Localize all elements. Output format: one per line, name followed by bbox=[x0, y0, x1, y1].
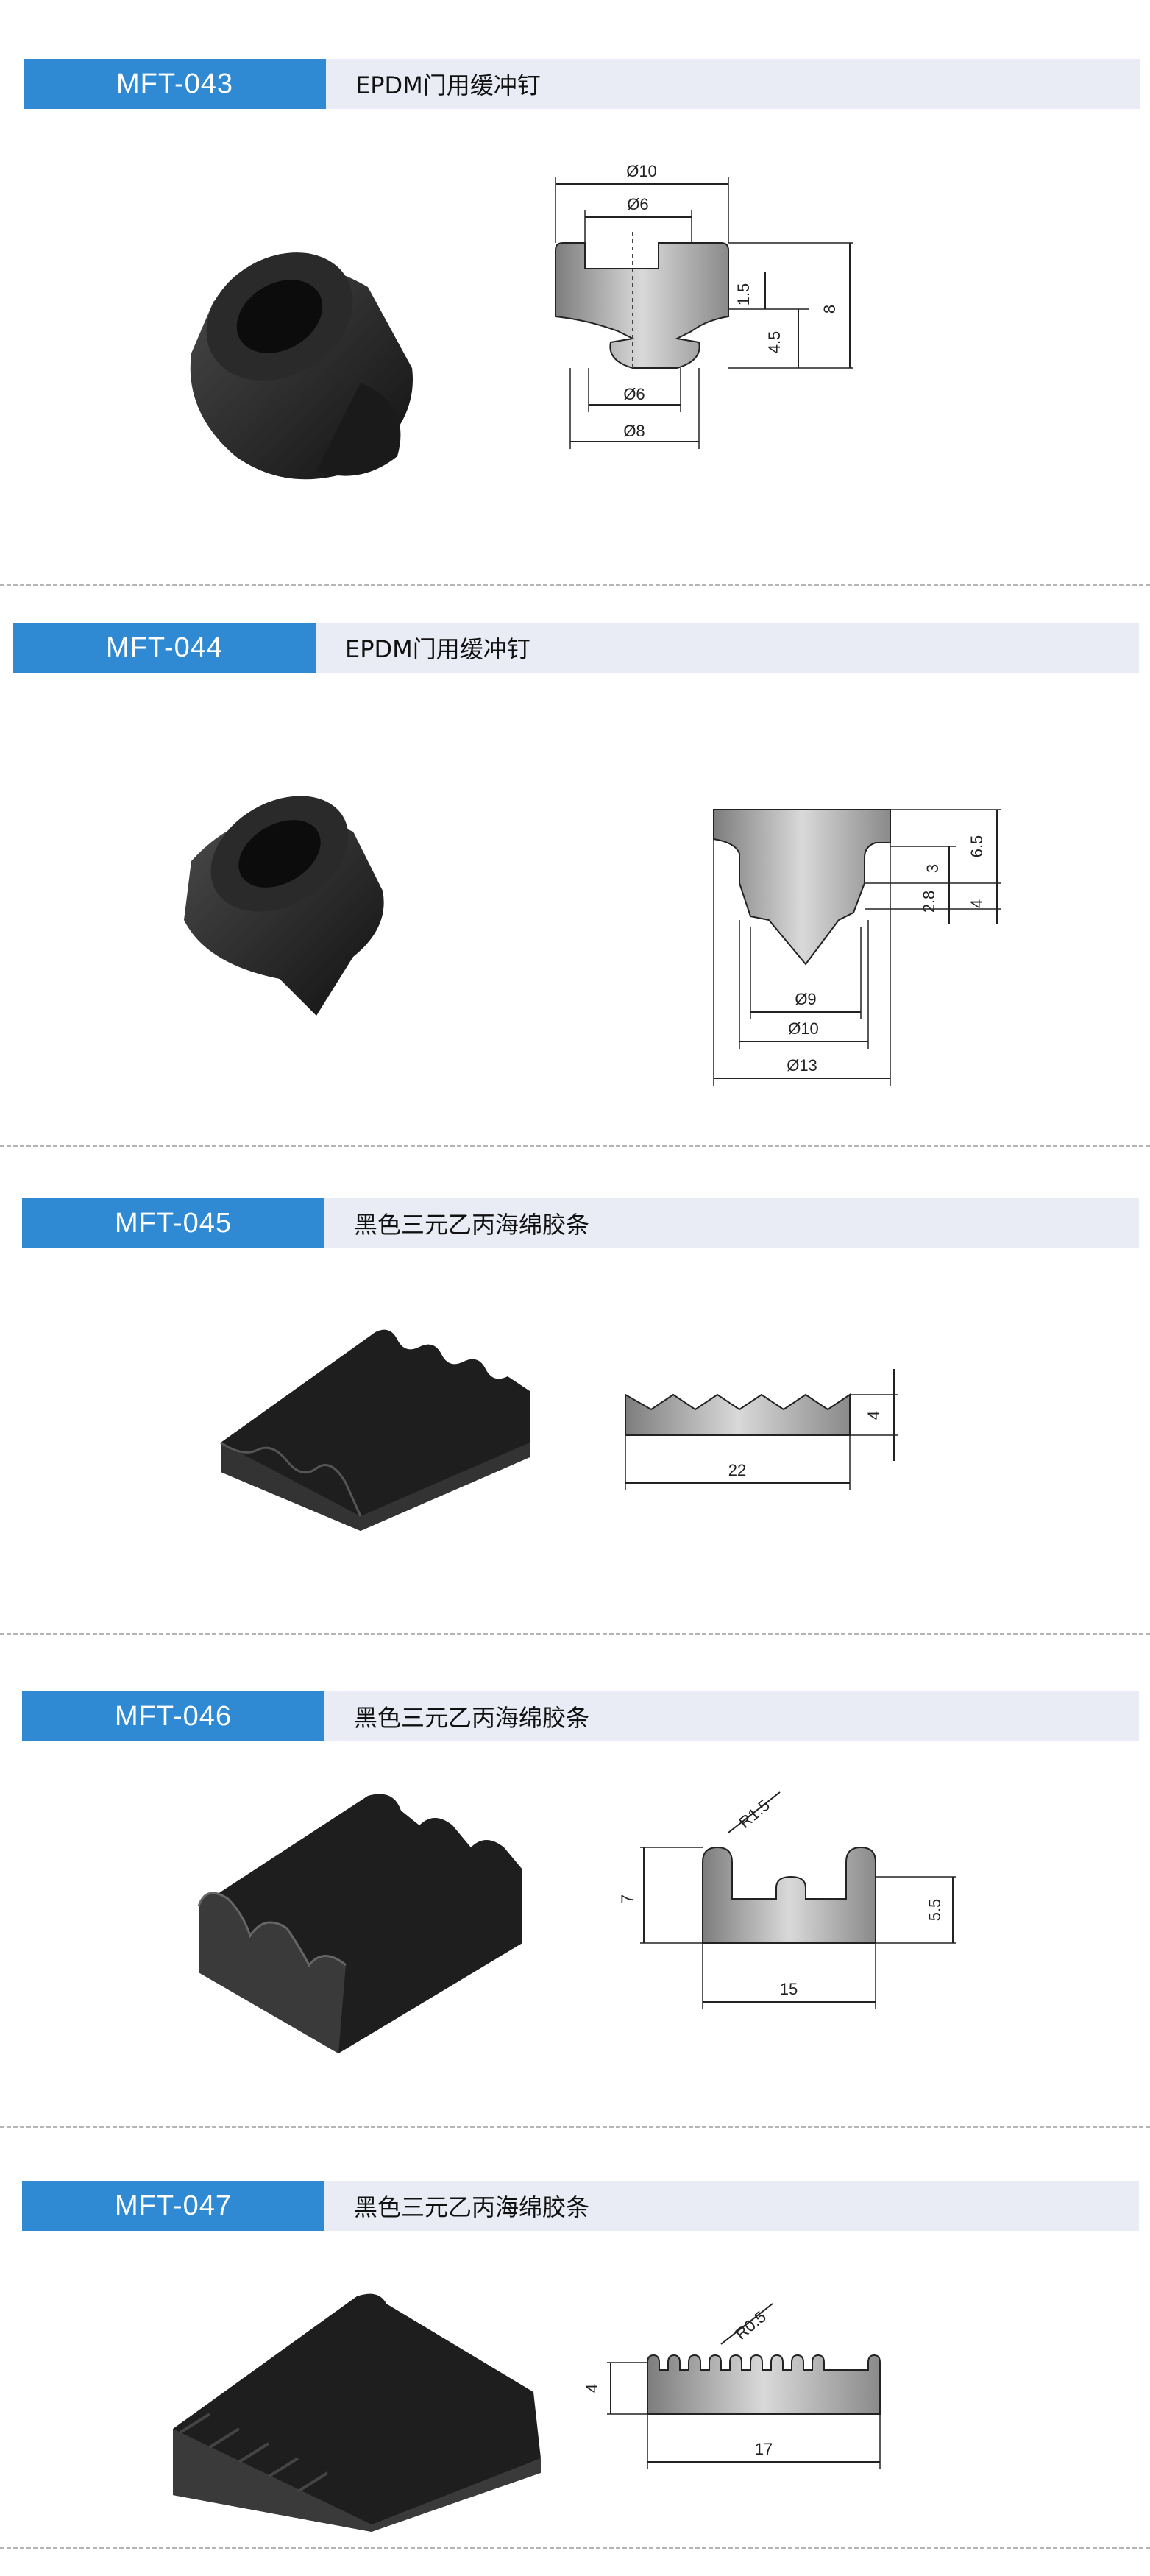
dim-width: 15 bbox=[780, 1980, 798, 1998]
product-photo-044 bbox=[184, 796, 384, 1016]
product-code: MFT-047 bbox=[22, 2181, 324, 2231]
section-header-044: MFT-044 EPDM门用缓冲钉 bbox=[13, 623, 1139, 673]
section-divider bbox=[0, 584, 1150, 586]
dim-height: 4 bbox=[583, 2384, 601, 2393]
dim-h2: 4.5 bbox=[765, 331, 784, 354]
section-divider bbox=[0, 2126, 1150, 2128]
product-title: EPDM门用缓冲钉 bbox=[326, 59, 1140, 109]
product-code: MFT-043 bbox=[24, 59, 326, 109]
dim-d-head: Ø6 bbox=[627, 195, 648, 213]
technical-drawing-044: 3 2.8 6.5 4 Ø9 Ø10 Ø13 bbox=[713, 809, 1001, 1086]
section-divider bbox=[0, 2547, 1150, 2549]
product-title: 黑色三元乙丙海绵胶条 bbox=[324, 2181, 1139, 2231]
dim-h1: 1.5 bbox=[734, 283, 753, 306]
dim-h-inner: 5.5 bbox=[926, 1899, 944, 1922]
dim-radius: R0.5 bbox=[731, 2307, 770, 2343]
dim-d-top: Ø10 bbox=[626, 162, 657, 180]
product-title: 黑色三元乙丙海绵胶条 bbox=[324, 1691, 1139, 1741]
product-photo-047 bbox=[173, 2293, 541, 2532]
dim-d10: Ø10 bbox=[788, 1019, 819, 1038]
technical-drawing-046: R1.5 7 5.5 15 bbox=[618, 1791, 956, 2009]
product-photo-046 bbox=[197, 1794, 522, 2053]
product-code: MFT-045 bbox=[22, 1198, 324, 1248]
dim-height: 4 bbox=[865, 1411, 883, 1420]
dim-d13: Ø13 bbox=[787, 1056, 817, 1075]
dim-d-base: Ø8 bbox=[623, 422, 645, 440]
section-header-043: MFT-043 EPDM门用缓冲钉 bbox=[24, 59, 1140, 109]
section-header-045: MFT-045 黑色三元乙丙海绵胶条 bbox=[22, 1198, 1139, 1248]
dim-h28: 2.8 bbox=[920, 891, 938, 913]
section-divider bbox=[0, 1633, 1150, 1635]
technical-drawing-047: R0.5 4 17 bbox=[583, 2303, 881, 2469]
technical-drawing-043: Ø10 Ø6 1.5 4.5 8 Ø6 Ø8 bbox=[555, 162, 853, 449]
dim-h65: 6.5 bbox=[968, 835, 986, 858]
section-header-047: MFT-047 黑色三元乙丙海绵胶条 bbox=[22, 2181, 1139, 2231]
section-divider bbox=[0, 1145, 1150, 1147]
dim-d9: Ø9 bbox=[795, 990, 816, 1008]
dim-h-total: 7 bbox=[618, 1894, 636, 1903]
dim-width: 17 bbox=[755, 2440, 773, 2458]
dim-width: 22 bbox=[728, 1461, 746, 1479]
product-title: 黑色三元乙丙海绵胶条 bbox=[324, 1198, 1139, 1248]
dim-h3: 3 bbox=[923, 864, 942, 873]
section-header-046: MFT-046 黑色三元乙丙海绵胶条 bbox=[22, 1691, 1139, 1741]
technical-drawing-045: 4 22 bbox=[625, 1369, 898, 1490]
product-photo-045 bbox=[220, 1329, 530, 1531]
dim-h-total: 8 bbox=[820, 305, 839, 314]
product-code: MFT-046 bbox=[22, 1691, 324, 1741]
product-photo-043 bbox=[190, 252, 413, 480]
dim-d-neck: Ø6 bbox=[623, 385, 645, 403]
product-title: EPDM门用缓冲钉 bbox=[316, 623, 1139, 673]
dim-h4: 4 bbox=[968, 899, 986, 908]
product-code: MFT-044 bbox=[13, 623, 316, 673]
